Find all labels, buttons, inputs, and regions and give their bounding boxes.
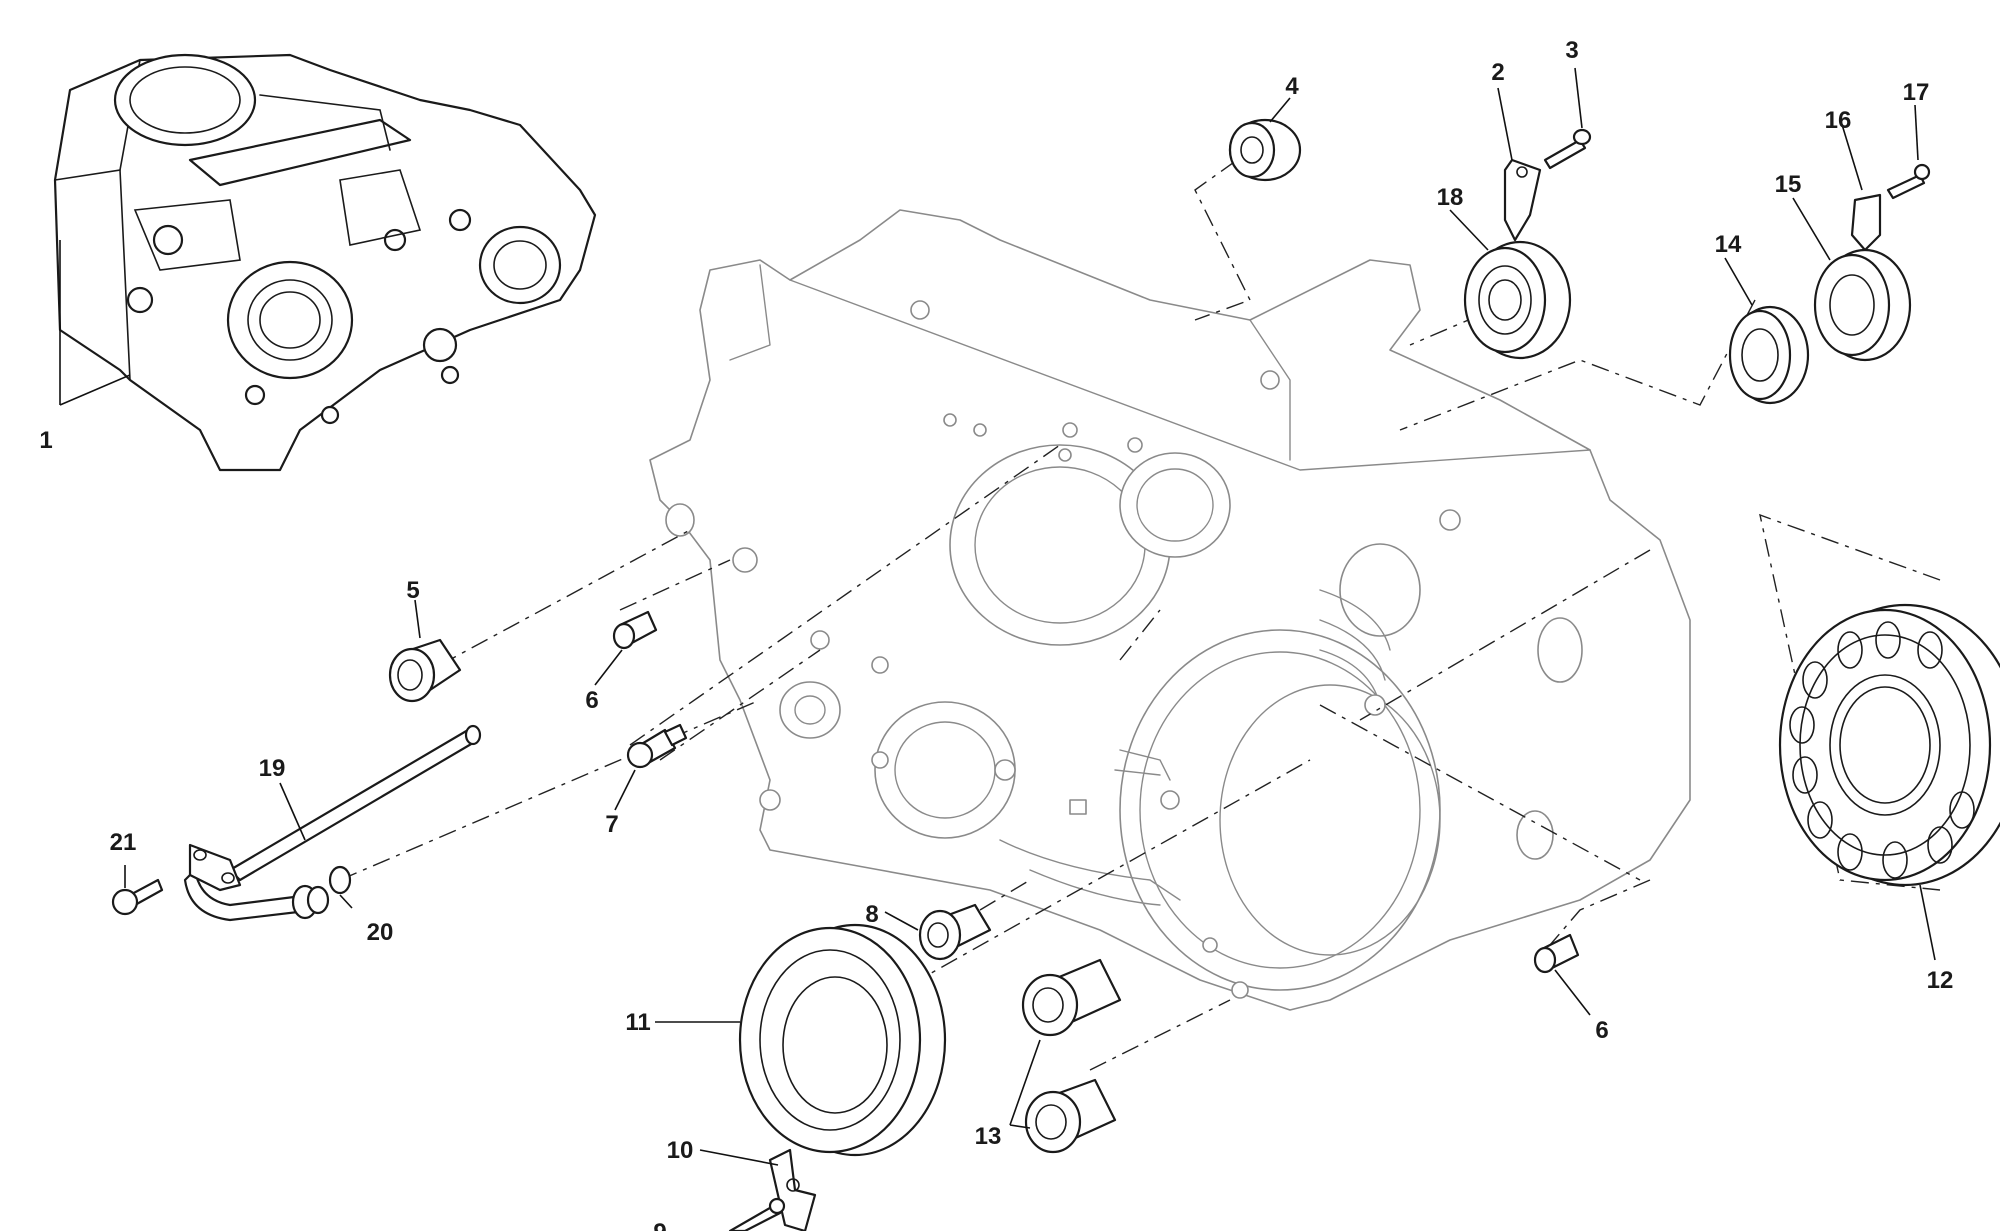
callout-6b: 6 <box>1595 1017 1608 1044</box>
callout-19: 19 <box>259 755 286 782</box>
dowel-pin-part-2 <box>1533 933 1580 974</box>
callout-2: 2 <box>1491 59 1504 86</box>
callout-5: 5 <box>406 577 419 604</box>
bushing-part-5 <box>388 638 462 703</box>
callout-labels: 1 2 3 4 5 6 6 7 8 9 10 11 12 13 14 15 16… <box>39 37 1953 1231</box>
plug-part-7 <box>626 723 688 769</box>
callout-8: 8 <box>865 901 878 928</box>
callout-17: 17 <box>1903 79 1930 106</box>
callout-11: 11 <box>625 1009 650 1036</box>
roller-bearing-part-12 <box>1778 603 2000 887</box>
bracket-part-10 <box>768 1148 817 1231</box>
right-crankcase-half <box>649 209 1691 1011</box>
bearing-part-15 <box>1813 248 1912 362</box>
callout-13: 13 <box>975 1123 1002 1150</box>
screw-part-17 <box>1886 163 1931 200</box>
small-bearing-part <box>1228 118 1302 182</box>
callout-4: 4 <box>1285 73 1299 100</box>
bearing-part-18 <box>1463 240 1572 360</box>
oil-pipe-part-19 <box>183 724 482 922</box>
callout-7: 7 <box>605 811 618 838</box>
seal-part-11 <box>738 923 947 1157</box>
callout-16: 16 <box>1825 107 1852 134</box>
callout-9: 9 <box>653 1219 666 1231</box>
tab-part-16 <box>1850 193 1882 252</box>
assembly-lines <box>339 139 1941 1071</box>
leader-lines <box>59 67 1936 1166</box>
callout-15: 15 <box>1775 171 1802 198</box>
o-ring-part-20 <box>328 865 352 895</box>
callout-6a: 6 <box>585 687 598 714</box>
bracket-part <box>1503 158 1542 242</box>
callout-12: 12 <box>1927 967 1954 994</box>
dowel-pin-part <box>612 610 658 650</box>
callout-3: 3 <box>1565 37 1578 64</box>
bushing-part-13b <box>1024 1078 1117 1154</box>
callout-1: 1 <box>39 427 52 454</box>
bolt-part-21 <box>111 878 164 916</box>
bushing-part-13 <box>1021 958 1122 1037</box>
callout-14: 14 <box>1715 231 1742 258</box>
screw-part <box>1543 128 1592 170</box>
seal-part-14 <box>1728 305 1810 405</box>
crankcase-assembly-part <box>53 53 597 472</box>
callout-21: 21 <box>110 829 137 856</box>
callout-20: 20 <box>367 919 394 946</box>
bushing-part-8 <box>918 903 992 961</box>
callout-18: 18 <box>1437 184 1464 211</box>
callout-10: 10 <box>667 1137 694 1164</box>
screw-part-9 <box>728 1197 786 1231</box>
